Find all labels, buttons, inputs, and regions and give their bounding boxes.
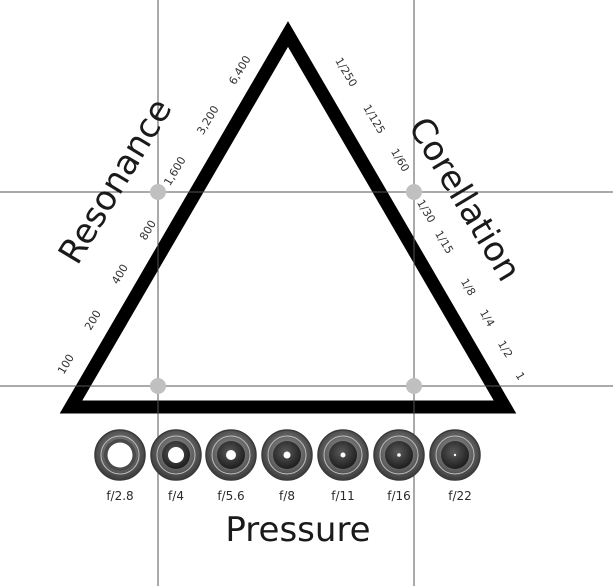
aperture-row: f/2.8 f/4 f/5.6 f/8 f/11 f/16 f/22 [94,429,481,503]
right-scale-label: 1/8 [458,276,478,298]
right-scale-label: 1/250 [332,55,359,89]
aperture-label: f/22 [448,489,472,503]
aperture-lens-icon[interactable] [429,429,481,481]
exposure-triangle [59,21,517,414]
right-scale-label: 1/15 [432,228,456,256]
intersection-marker-top-left[interactable] [150,184,166,200]
aperture-lens-icon[interactable] [150,429,202,481]
right-scale-label: 1/30 [414,197,438,225]
bottom-title: Pressure [225,510,370,550]
aperture-lens-icon[interactable] [373,429,425,481]
right-scale-label: 1/125 [360,102,387,136]
left-scale-label: 1,600 [161,154,188,188]
right-scale-label: 1/2 [495,338,515,360]
aperture-label: f/5.6 [217,489,244,503]
aperture-label: f/8 [279,489,295,503]
aperture-lens-icon[interactable] [205,429,257,481]
aperture-lens-icon[interactable] [261,429,313,481]
aperture-label: f/11 [331,489,355,503]
aperture-label: f/2.8 [106,489,133,503]
aperture-label: f/4 [168,489,184,503]
left-scale-label: 400 [109,262,131,287]
aperture-lens-icon[interactable] [94,429,146,481]
left-scale-label: 6,400 [226,53,253,87]
intersection-marker-bottom-right[interactable] [406,378,422,394]
aperture-lens-icon[interactable] [317,429,369,481]
aperture-label: f/16 [387,489,411,503]
left-scale-label: 3,200 [194,103,221,137]
intersection-marker-bottom-left[interactable] [150,378,166,394]
right-scale-label: 1/60 [388,146,412,174]
left-scale-label: 100 [55,352,77,377]
left-scale-label: 200 [82,308,104,333]
right-scale-label: 1/4 [477,307,497,329]
intersection-marker-top-right[interactable] [406,184,422,200]
right-scale-label: 1 [513,370,528,383]
left-scale-label: 800 [137,218,159,243]
